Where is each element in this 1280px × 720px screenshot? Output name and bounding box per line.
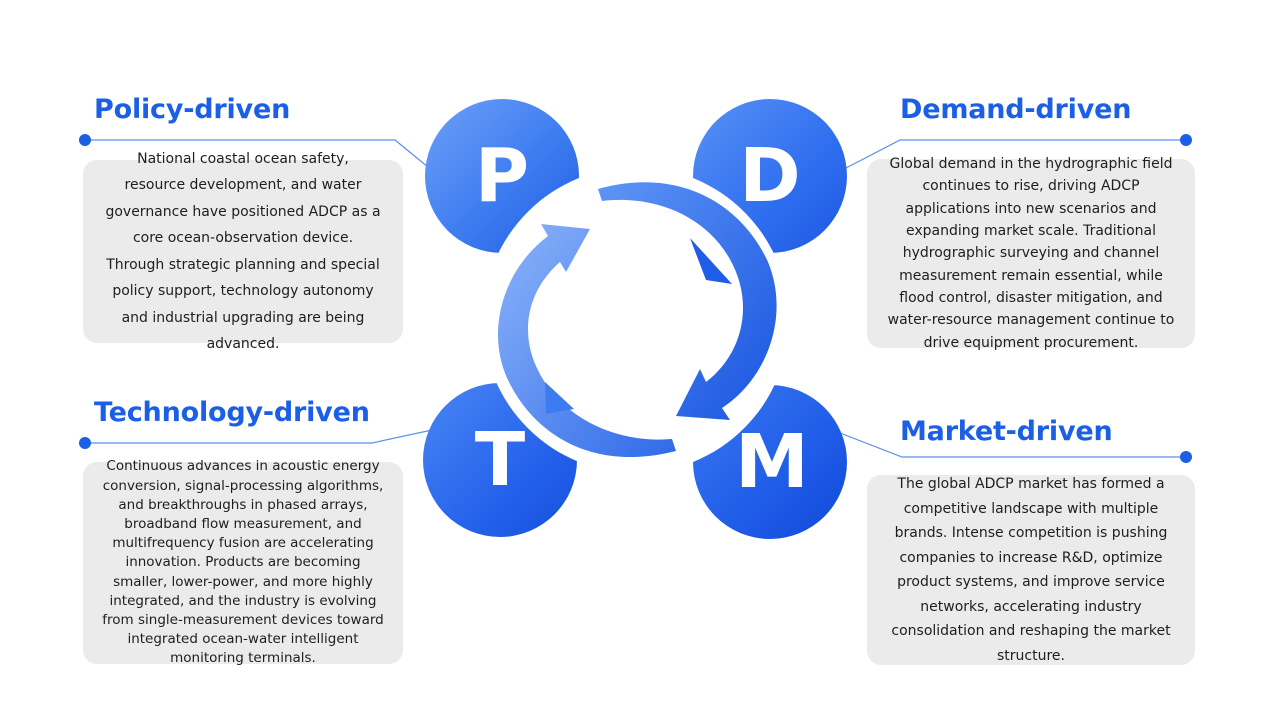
connector-line-policy xyxy=(85,139,429,168)
connector-line-demand xyxy=(845,139,1186,169)
heading-policy: Policy-driven xyxy=(94,94,291,125)
card-demand: Global demand in the hydrographic field … xyxy=(867,156,1195,351)
card-policy: National coastal ocean safety, resource … xyxy=(83,151,403,352)
text-demand: Global demand in the hydrographic field … xyxy=(887,156,1175,351)
cycle-arrow-left-head-bottom xyxy=(545,382,574,414)
connector-dot-policy xyxy=(79,134,91,146)
letter-technology: T xyxy=(474,417,526,503)
card-market: The global ADCP market has formed a comp… xyxy=(867,475,1195,665)
cycle-arrow-right-head-top xyxy=(690,238,732,284)
connector-lines xyxy=(85,139,1186,458)
heading-market: Market-driven xyxy=(900,416,1113,447)
letter-demand: D xyxy=(739,133,801,219)
connector-dot-demand xyxy=(1180,134,1192,146)
card-technology: Continuous advances in acoustic energy c… xyxy=(83,458,403,666)
heading-demand: Demand-driven xyxy=(900,94,1132,125)
letter-market: M xyxy=(735,419,809,505)
connector-dot-technology xyxy=(79,437,91,449)
connector-dots xyxy=(79,134,1192,463)
text-market: The global ADCP market has formed a comp… xyxy=(891,476,1171,664)
cycle-arrow-right xyxy=(598,182,777,420)
text-policy: National coastal ocean safety, resource … xyxy=(105,150,381,353)
connector-line-market xyxy=(839,432,1186,458)
text-technology: Continuous advances in acoustic energy c… xyxy=(102,458,384,667)
cycle-arrow-left xyxy=(497,224,676,458)
connector-line-technology xyxy=(85,429,433,444)
connector-dot-market xyxy=(1180,451,1192,463)
heading-technology: Technology-driven xyxy=(94,397,370,428)
letter-policy: P xyxy=(474,133,530,219)
